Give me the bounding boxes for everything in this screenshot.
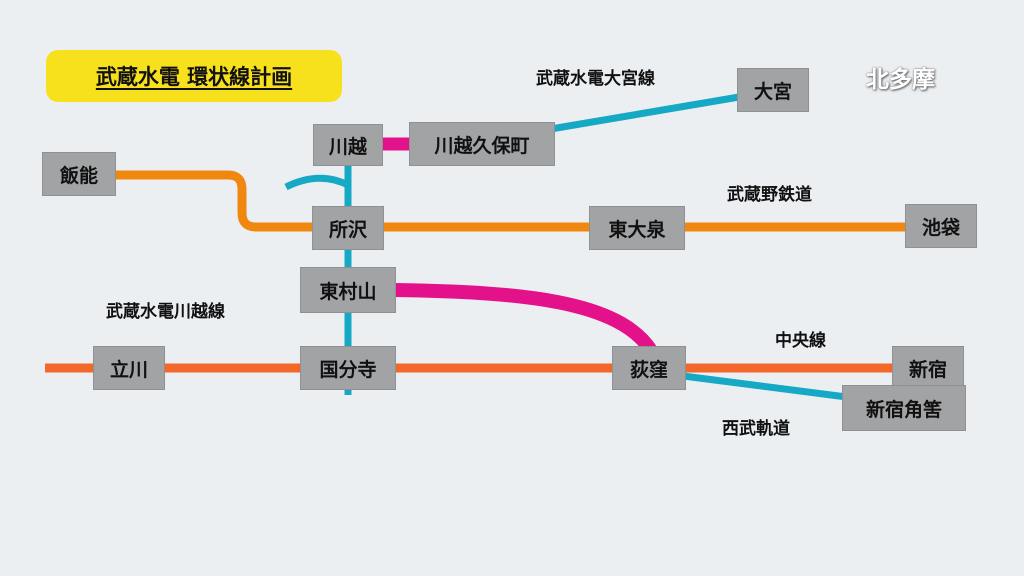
seibu-kido-label: 西武軌道: [722, 419, 790, 439]
map-title: 武蔵水電 環状線計画: [46, 50, 342, 102]
musashino-line-label: 武蔵野鉄道: [727, 185, 812, 205]
omiya-line-label: 武蔵水電大宮線: [536, 69, 655, 89]
chuo-line-label: 中央線: [775, 331, 826, 351]
station-shinjuku: 新宿: [892, 346, 964, 390]
region-label: 北多摩: [866, 67, 935, 93]
station-hanno: 飯能: [42, 152, 116, 196]
musashino-line: [100, 170, 940, 232]
station-kokubunji: 国分寺: [300, 346, 396, 390]
station-tachikawa: 立川: [93, 346, 165, 390]
station-higashi-oizumi: 東大泉: [589, 206, 685, 250]
station-kawagoe: 川越: [313, 124, 383, 166]
station-higashimurayama: 東村山: [300, 267, 396, 313]
kawagoe-line-label: 武蔵水電川越線: [106, 302, 225, 322]
kawagoe-line-curve: [284, 174, 352, 191]
station-ikebukuro: 池袋: [905, 204, 977, 248]
station-kawagoe-kubomachi: 川越久保町: [409, 122, 555, 166]
higashimurayama-ogikubo-link: [394, 283, 658, 356]
omiya-line: [544, 92, 746, 134]
station-tokorozawa: 所沢: [312, 206, 384, 250]
seibu-kido-line: [651, 368, 871, 404]
station-shinjuku-tsunohazu: 新宿角筈: [842, 385, 966, 431]
station-ogikubo: 荻窪: [612, 346, 686, 390]
station-omiya: 大宮: [737, 68, 809, 112]
